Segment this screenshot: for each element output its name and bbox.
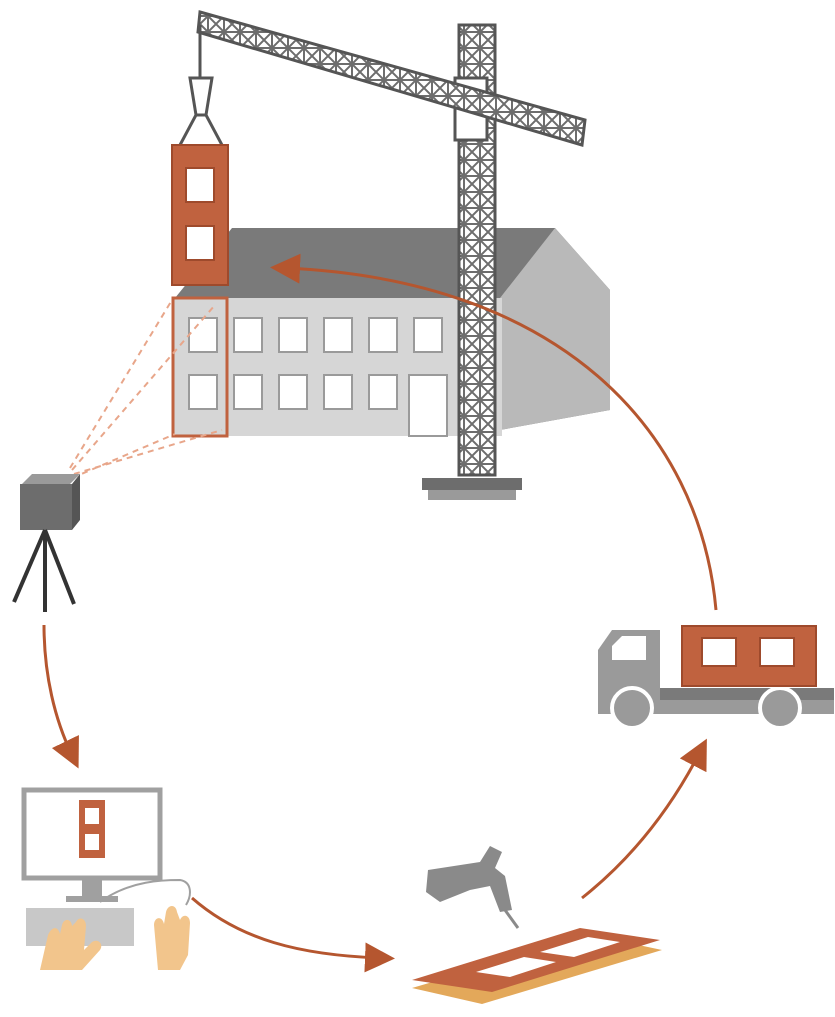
monitor-foot	[66, 896, 118, 902]
monitor-stand	[82, 880, 102, 898]
camera-top	[22, 474, 80, 484]
cycle-arrows	[42, 253, 718, 973]
drill-icon	[426, 846, 512, 912]
building-windows	[188, 317, 448, 437]
camera-side	[72, 474, 80, 530]
module-on-screen-icon	[79, 800, 105, 858]
building-side-wall	[500, 228, 610, 430]
drill-panel-icon	[412, 846, 662, 1004]
truck-wheel-rear	[758, 686, 802, 730]
truck-icon	[598, 625, 834, 730]
arrow-design-to-fabricate	[191, 896, 395, 973]
truck-window	[612, 636, 646, 660]
tripod-leg-right	[43, 529, 76, 605]
rigging-line-right	[204, 114, 224, 146]
right-hand-icon	[154, 906, 190, 970]
scan-beams	[69, 299, 223, 479]
hanging-module-icon	[171, 144, 229, 286]
arrow-fabricate-to-transport	[581, 738, 707, 900]
arrow-scan-to-design	[42, 624, 79, 769]
crane-hook	[188, 76, 214, 117]
panel-opening-2	[540, 937, 620, 957]
mouse-cable	[99, 878, 191, 906]
truck-module-icon	[681, 625, 817, 687]
crane-jib	[196, 10, 587, 147]
computer-design-icon	[21, 787, 191, 970]
left-hand-icon	[40, 918, 102, 970]
arrow-transport-to-install	[270, 253, 718, 611]
crane-base	[422, 478, 522, 490]
tower-crane-icon	[178, 10, 587, 500]
rigging-line-left	[178, 114, 198, 146]
tripod-leg-left	[12, 529, 47, 603]
camera-tripod-icon	[12, 299, 223, 612]
truck-flatbed	[660, 688, 834, 700]
camera-body	[20, 484, 72, 530]
target-module-outline	[171, 296, 229, 438]
building-illustration	[171, 228, 610, 438]
panel-opening-1	[476, 957, 556, 977]
drill-bit	[503, 909, 520, 929]
truck-wheel-front	[610, 686, 654, 730]
crane-base-feet	[428, 490, 516, 500]
